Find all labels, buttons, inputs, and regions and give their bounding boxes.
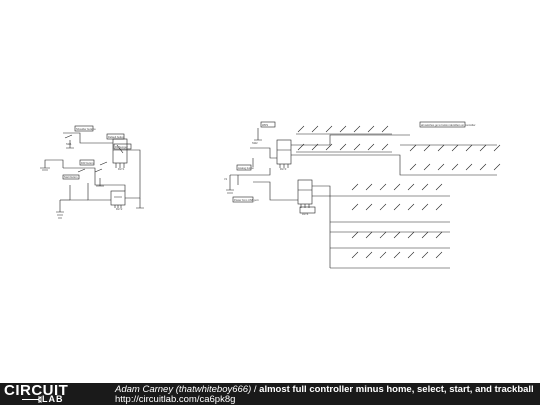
label-box — [74, 125, 94, 132]
logo-circuit-trace-icon — [22, 395, 42, 404]
label-box — [62, 174, 80, 180]
schematic-label: Analog button — [238, 166, 255, 170]
part-ref: SW1 — [66, 142, 72, 146]
schematic-label: R1 bumper — [115, 145, 128, 149]
schematic-label: Start button — [64, 175, 78, 179]
label-box — [260, 121, 276, 128]
switch-row — [351, 251, 443, 259]
switch-row — [296, 143, 392, 153]
schematic-label: Shoulder buttons — [76, 127, 96, 131]
schematic-label: all switches go to button identifiers on… — [421, 123, 476, 127]
switch-row — [409, 163, 501, 171]
author-name[interactable]: Adam Carney (thatwhiteboy666) — [115, 384, 252, 395]
part-ref: RLY3 — [280, 167, 287, 171]
circuit-title[interactable]: almost full controller minus home, selec… — [259, 384, 534, 395]
schematic-label: WRS — [262, 123, 268, 127]
logo-lab-text: LAB — [42, 394, 64, 404]
label-box — [419, 121, 466, 128]
part-ref: RLY2 — [116, 207, 123, 211]
label-box — [232, 196, 254, 203]
part-ref: SW2 — [252, 141, 258, 145]
switch-row — [351, 183, 443, 191]
switch-row — [409, 144, 501, 152]
schematic-label: Power from USB port — [234, 198, 259, 202]
schematic-canvas[interactable]: Shoulder buttons Default button D/R butt… — [0, 0, 540, 383]
part-ref: V1 — [224, 177, 228, 181]
schematic-label: D/R button — [81, 161, 94, 165]
relay — [110, 190, 126, 206]
part-ref: RLY1 — [118, 167, 125, 171]
circuit-url[interactable]: http://circuitlab.com/ca6pk8g — [115, 394, 236, 405]
label-box — [113, 143, 132, 150]
switch-row — [351, 231, 443, 239]
relay — [112, 138, 128, 164]
footer-bar: CIRCUIT LAB Adam Carney (thatwhiteboy666… — [0, 383, 540, 405]
schematic-label: Default button — [108, 135, 125, 139]
relay-pins — [299, 206, 316, 214]
separator: / — [251, 384, 260, 395]
switch-row — [296, 125, 392, 135]
switch-row — [351, 203, 443, 211]
part-ref: RLY4 — [302, 212, 309, 216]
label-box — [79, 159, 95, 166]
circuitlab-logo[interactable]: CIRCUIT — [4, 382, 69, 399]
relay — [297, 179, 313, 205]
label-box — [236, 164, 252, 171]
footer-heading: Adam Carney (thatwhiteboy666) / almost f… — [115, 384, 534, 395]
relay — [276, 139, 292, 165]
